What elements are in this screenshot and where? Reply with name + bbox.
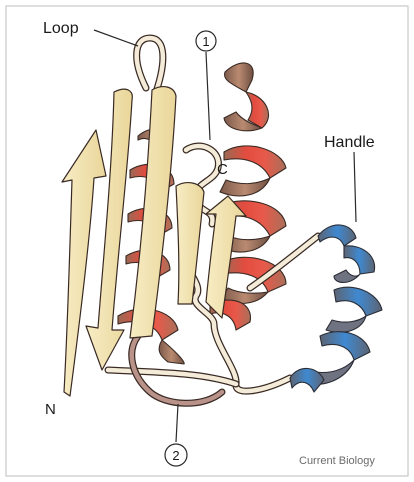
marker-1-label: 1 xyxy=(202,34,209,49)
c-terminus-label: C xyxy=(217,161,228,178)
journal-credit: Current Biology xyxy=(299,455,375,467)
marker-2: 2 xyxy=(165,444,187,466)
loop-label: Loop xyxy=(43,20,79,37)
marker-2-label: 2 xyxy=(172,448,179,463)
n-terminus-label: N xyxy=(45,401,56,418)
marker-1: 1 xyxy=(196,31,216,51)
handle-label: Handle xyxy=(324,134,375,151)
